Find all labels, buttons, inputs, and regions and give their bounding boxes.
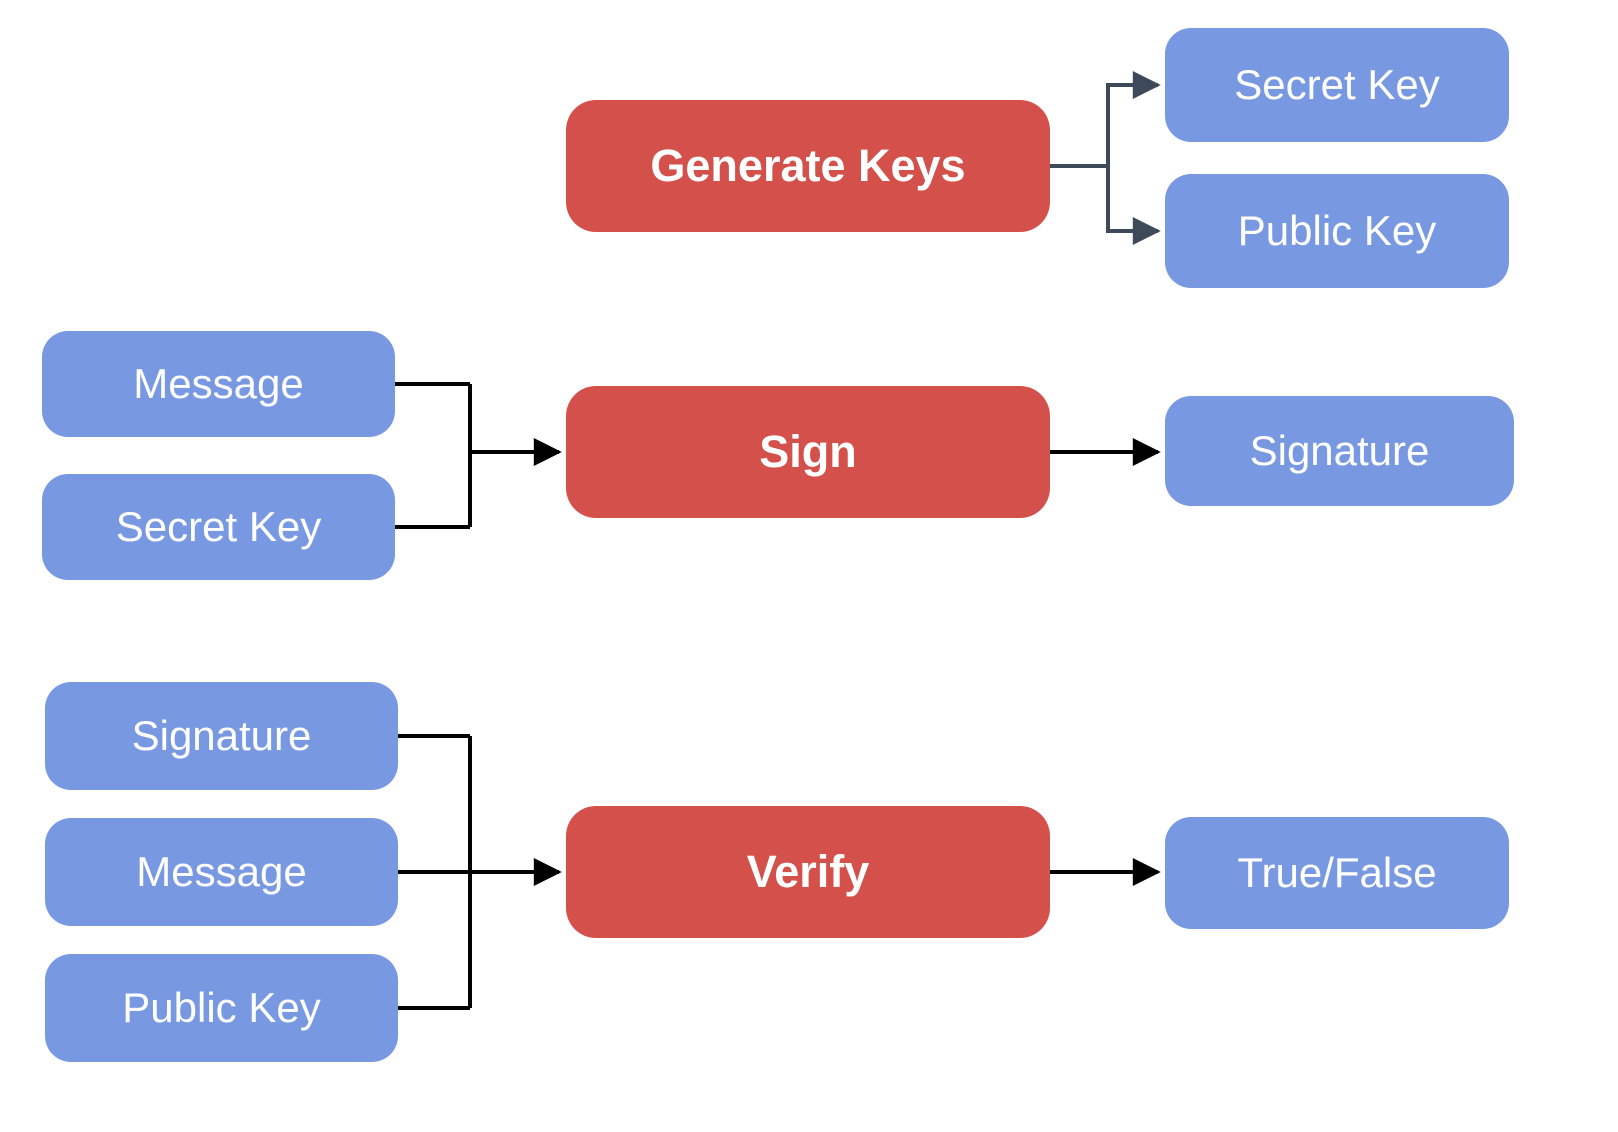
node-signature-output: Signature [1165,396,1514,506]
node-true-false-output: True/False [1165,817,1509,929]
node-verify: Verify [566,806,1050,938]
node-generate-keys: Generate Keys [566,100,1050,232]
node-secret-key-sign-input: Secret Key [42,474,395,580]
node-signature-verify-input: Signature [45,682,398,790]
node-message-verify-input: Message [45,818,398,926]
node-message-sign-input: Message [42,331,395,437]
connector-generate-keys-to-secret-key [1106,71,1161,166]
node-public-key-verify-input: Public Key [45,954,398,1062]
node-public-key-output: Public Key [1165,174,1509,288]
connector-generate-keys-to-public-key [1106,166,1161,245]
node-sign: Sign [566,386,1050,518]
node-secret-key-output: Secret Key [1165,28,1509,142]
